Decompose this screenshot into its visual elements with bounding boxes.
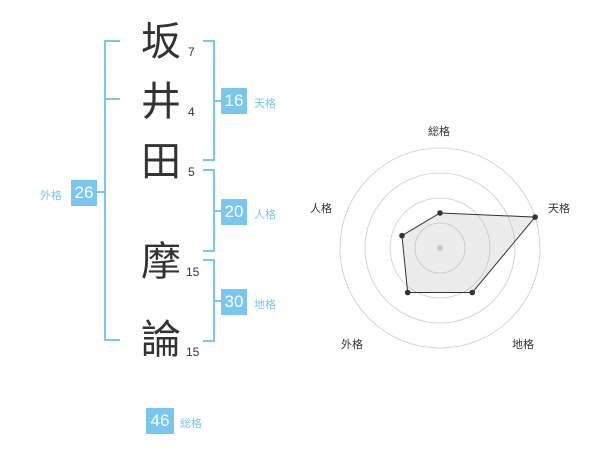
stroke-count-5: 15: [186, 345, 200, 359]
radar-point-4: [404, 289, 411, 296]
chikaku-score: 30: [221, 289, 247, 315]
radar-point-2: [532, 214, 538, 220]
radar-axis-label-chikaku: 地格: [512, 338, 534, 351]
chikaku-label: 地格: [254, 298, 276, 311]
gaikaku-bracket-tick: [104, 98, 120, 100]
chikaku-connector: [213, 300, 221, 302]
soukaku-score: 46: [146, 408, 174, 434]
radar-point-5: [399, 232, 405, 239]
tenkaku-label: 天格: [254, 97, 276, 110]
radar-axis-label-jinkaku: 人格: [310, 202, 332, 215]
tenkaku-score: 16: [221, 88, 247, 114]
radar-point-1: [437, 210, 443, 216]
name-char-5: 論: [141, 317, 181, 363]
gaikaku-bracket: [104, 40, 120, 341]
stroke-count-2: 4: [188, 105, 195, 119]
tenkaku-connector: [213, 100, 221, 102]
gaikaku-label: 外格: [40, 189, 62, 202]
radar-point-3: [469, 289, 476, 296]
radar-center-dot: [437, 245, 443, 251]
name-char-2: 井: [141, 79, 181, 125]
radar-axis-label-gaikaku: 外格: [341, 338, 363, 351]
radar-ring: [364, 172, 516, 324]
radar-series-polygon: [401, 212, 537, 293]
gaikaku-connector: [97, 191, 106, 193]
radar-axis-label-tenkaku: 天格: [548, 202, 570, 215]
radar-ring: [389, 197, 491, 299]
name-char-4: 摩: [141, 239, 181, 285]
radar-ring: [414, 222, 466, 274]
soukaku-label: 総格: [180, 417, 202, 430]
stroke-count-4: 15: [186, 265, 200, 279]
stroke-count-3: 5: [188, 165, 195, 179]
name-char-1: 坂: [141, 19, 181, 65]
jinkaku-label: 人格: [254, 208, 276, 221]
name-char-3: 田: [141, 139, 181, 185]
radar-axis-label-soukaku: 総格: [428, 125, 450, 138]
radar-ring: [339, 147, 541, 349]
stroke-count-1: 7: [188, 45, 195, 59]
jinkaku-connector: [213, 210, 221, 212]
gaikaku-score: 26: [71, 180, 97, 206]
jinkaku-score: 20: [221, 199, 247, 225]
